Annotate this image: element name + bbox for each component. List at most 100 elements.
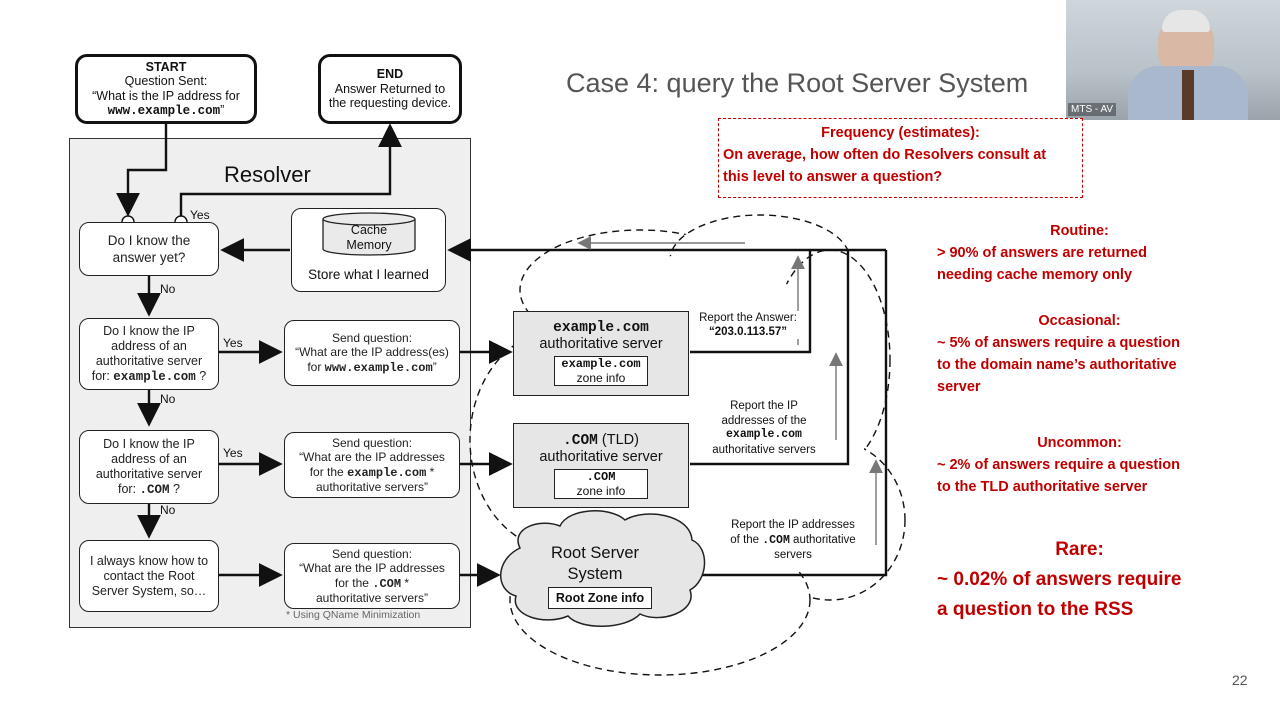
start-line2: “What is the IP address for bbox=[92, 88, 240, 103]
q2-line4: for: example.com ? bbox=[92, 369, 207, 385]
q1-to-end-arrow bbox=[179, 123, 402, 216]
root-server-title: Root Server System bbox=[520, 543, 670, 585]
tld-report-line bbox=[690, 250, 850, 466]
s3-line3: for the .COM * bbox=[335, 576, 409, 592]
stat-routine: Routine: > 90% of answers are returned n… bbox=[937, 220, 1237, 286]
start-box: START Question Sent: “What is the IP add… bbox=[75, 54, 257, 124]
q3-line3: authoritative server bbox=[95, 466, 203, 481]
slide-title: Case 4: query the Root Server System bbox=[566, 68, 1029, 98]
report-example-line4: authoritative servers bbox=[712, 443, 816, 456]
example-zone-box: example.com zone info bbox=[554, 356, 648, 386]
example-server-label: authoritative server bbox=[539, 336, 663, 352]
report-example-ips-label: Report the IP addresses of the example.c… bbox=[702, 399, 826, 457]
root-server-line1: Root Server bbox=[550, 544, 640, 562]
q1-yes-label: Yes bbox=[190, 208, 210, 222]
report-com-prefix: of the bbox=[730, 533, 763, 546]
report-example-line1: Report the IP bbox=[730, 400, 798, 412]
rare-line1: ~ 0.02% of answers require bbox=[937, 569, 1182, 590]
q3-line2: address of an bbox=[111, 451, 187, 466]
q2-line1: Do I know the IP bbox=[103, 323, 195, 338]
tld-server-label: authoritative server bbox=[539, 449, 663, 465]
q3-domain: .COM bbox=[139, 482, 170, 497]
frequency-line2: this level to answer a question? bbox=[723, 169, 943, 185]
example-zone-domain: example.com bbox=[561, 357, 641, 371]
q4-line3: Server System, so… bbox=[91, 583, 207, 598]
s1-domain: www.example.com bbox=[324, 360, 433, 375]
q3-line1: Do I know the IP bbox=[103, 436, 195, 451]
occasional-line2: to the domain name’s authoritative bbox=[937, 357, 1177, 373]
q3-prefix: for: bbox=[118, 481, 140, 496]
q3-suffix: ? bbox=[169, 481, 180, 496]
start-label: START bbox=[145, 59, 187, 74]
s2-line3: for the example.com * bbox=[310, 465, 435, 481]
q2-domain: example.com bbox=[113, 369, 196, 384]
cache-line1: Cache bbox=[350, 223, 388, 237]
send-question-root: Send question: “What are the IP addresse… bbox=[284, 543, 460, 609]
cache-caption: Store what I learned bbox=[308, 267, 429, 282]
end-line1: Answer Returned to bbox=[334, 81, 446, 96]
report-answer-line1: Report the Answer: bbox=[699, 312, 797, 324]
page-number: 22 bbox=[1232, 672, 1248, 688]
tld-server: .COM (TLD) authoritative server .COM zon… bbox=[513, 423, 689, 508]
question-know-example-server: Do I know the IP address of an authorita… bbox=[79, 318, 219, 390]
s3-domain: .COM bbox=[372, 576, 402, 591]
s2-suffix: * bbox=[426, 464, 435, 479]
report-example-line2: addresses of the bbox=[721, 414, 807, 427]
tld-server-title: .COM (TLD) bbox=[514, 432, 688, 449]
root-contact-box: I always know how to contact the Root Se… bbox=[79, 540, 219, 612]
q1-no-label: No bbox=[160, 282, 176, 296]
end-label: END bbox=[376, 67, 404, 82]
uncommon-heading: Uncommon: bbox=[1037, 435, 1122, 451]
uncommon-line1: ~ 2% of answers require a question bbox=[937, 457, 1180, 473]
cache-line2: Memory bbox=[346, 237, 392, 252]
q4-line2: contact the Root bbox=[103, 568, 195, 583]
s3-line2: “What are the IP addresses bbox=[299, 561, 445, 575]
tld-zone-label: zone info bbox=[576, 483, 626, 498]
report-com-domain: .COM bbox=[762, 533, 790, 547]
frequency-heading: Frequency (estimates): bbox=[821, 125, 980, 141]
q4-line1: I always know how to bbox=[89, 553, 209, 568]
q1-line1: Do I know the bbox=[107, 233, 191, 248]
s3-line1: Send question: bbox=[331, 546, 413, 561]
q3-yes-label: Yes bbox=[223, 446, 243, 460]
frequency-line1: On average, how often do Resolvers consu… bbox=[723, 147, 1047, 163]
question-know-tld-server: Do I know the IP address of an authorita… bbox=[79, 430, 219, 504]
s2-line2: “What are the IP addresses bbox=[299, 450, 445, 464]
s3-line4: authoritative servers” bbox=[315, 591, 429, 605]
example-report-line bbox=[690, 250, 812, 354]
routine-line1: > 90% of answers are returned bbox=[937, 245, 1147, 261]
speaker-video[interactable]: MTS - AV bbox=[1066, 0, 1280, 120]
s1-suffix: ” bbox=[432, 359, 437, 374]
tld-zone-box: .COM zone info bbox=[554, 469, 648, 499]
start-host-line: www.example.com” bbox=[108, 103, 225, 119]
root-report-line bbox=[700, 250, 888, 577]
occasional-line1: ~ 5% of answers require a question bbox=[937, 335, 1180, 351]
s1-prefix: for bbox=[307, 359, 325, 374]
q2-no-label: No bbox=[160, 392, 176, 406]
s1-line2: “What are the IP address(es) bbox=[295, 345, 449, 360]
uncommon-line2: to the TLD authoritative server bbox=[937, 479, 1148, 495]
q2-yes-label: Yes bbox=[223, 336, 243, 350]
start-close: ” bbox=[220, 103, 225, 117]
s3-suffix: * bbox=[401, 575, 410, 590]
routine-heading: Routine: bbox=[1050, 223, 1109, 239]
s2-line1: Send question: bbox=[331, 435, 413, 450]
root-zone-box: Root Zone info bbox=[548, 587, 652, 609]
routine-line2: needing cache memory only bbox=[937, 267, 1133, 283]
q3-no-label: No bbox=[160, 503, 176, 517]
report-com-line1: Report the IP addresses bbox=[731, 519, 855, 531]
stat-rare: Rare: ~ 0.02% of answers require a quest… bbox=[937, 535, 1257, 625]
stat-uncommon: Uncommon: ~ 2% of answers require a ques… bbox=[937, 432, 1237, 498]
s2-line4: authoritative servers” bbox=[315, 480, 429, 494]
report-com-ips-label: Report the IP addresses of the .COM auth… bbox=[720, 518, 866, 563]
report-answer-value: “203.0.113.57” bbox=[708, 326, 787, 338]
stat-occasional: Occasional: ~ 5% of answers require a qu… bbox=[937, 310, 1237, 398]
tld-zone-domain: .COM bbox=[586, 470, 616, 484]
q3-line4: for: .COM ? bbox=[118, 482, 180, 498]
q1-line2: answer yet? bbox=[112, 250, 186, 265]
question-know-answer: Do I know the answer yet? bbox=[79, 222, 219, 276]
q2-line2: address of an bbox=[111, 338, 187, 353]
root-server-line2: System bbox=[567, 565, 623, 583]
q2-line3: authoritative server bbox=[95, 353, 203, 368]
